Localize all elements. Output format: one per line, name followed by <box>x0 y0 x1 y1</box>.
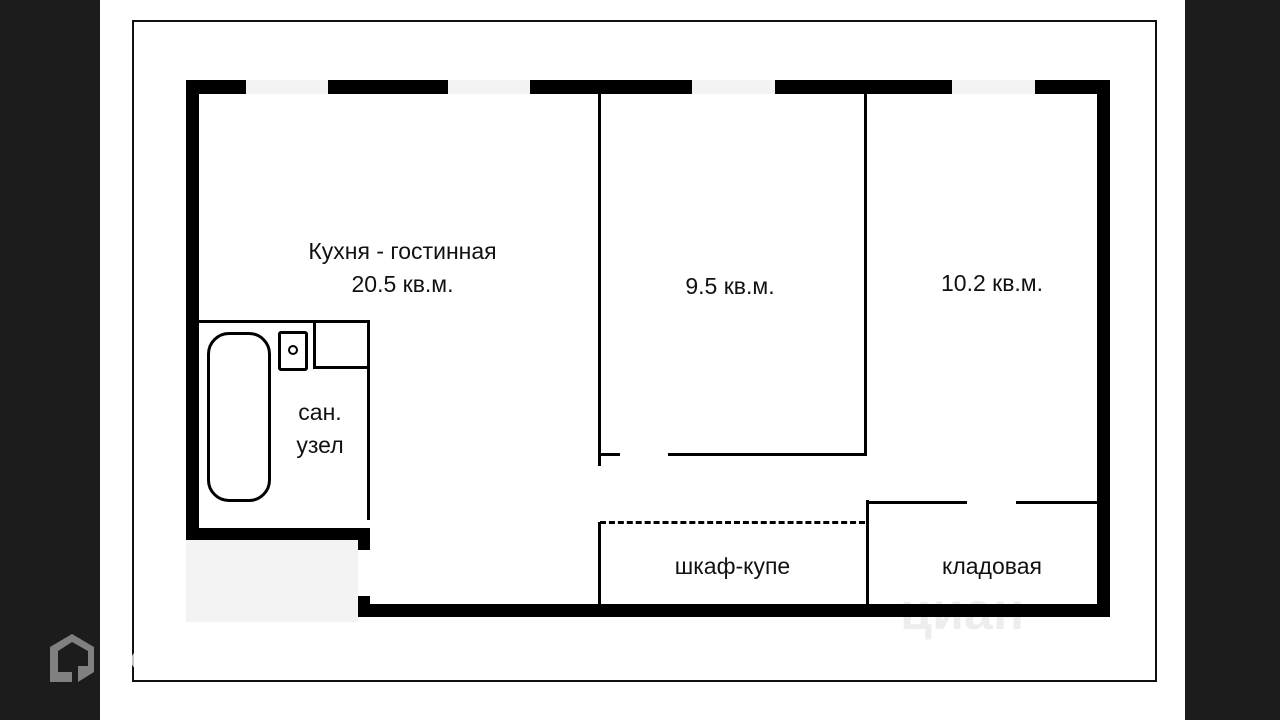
window <box>246 80 328 94</box>
kitchen-label: Кухня - гостинная 20.5 кв.м. <box>260 235 545 301</box>
partition <box>866 501 967 504</box>
partition <box>599 453 620 456</box>
partition <box>199 320 370 323</box>
storage-label: кладовая <box>942 553 1042 579</box>
wall <box>358 528 370 550</box>
window <box>692 80 775 94</box>
plan-frame <box>132 20 1157 682</box>
bathtub-icon <box>207 332 271 502</box>
bathroom-line2: узел <box>296 432 344 458</box>
entrance-area <box>186 540 358 622</box>
sink-icon <box>278 331 308 371</box>
room2-area: 10.2 кв.м. <box>940 270 1044 296</box>
wall <box>328 80 448 94</box>
partition <box>598 94 601 466</box>
wall <box>775 80 952 94</box>
wall <box>186 80 246 94</box>
bathroom-label: сан. узел <box>270 396 370 462</box>
domclick-watermark: Домклик <box>48 632 249 684</box>
window <box>952 80 1035 94</box>
wall <box>186 80 199 540</box>
partition <box>864 94 867 456</box>
wall <box>530 80 692 94</box>
wardrobe-label: шкаф-купе <box>674 553 791 579</box>
cian-watermark: циан <box>900 583 1025 641</box>
window <box>448 80 530 94</box>
partition <box>367 320 370 520</box>
bathroom-line1: сан. <box>298 399 342 425</box>
partition <box>866 500 869 604</box>
partition <box>1016 501 1097 504</box>
wall <box>186 528 370 540</box>
room1-area: 9.5 кв.м. <box>685 273 775 299</box>
wall <box>1035 80 1110 94</box>
domclick-text: Домклик <box>106 639 249 676</box>
partition <box>668 453 867 456</box>
wall <box>1097 80 1110 617</box>
kitchen-area: 20.5 кв.м. <box>351 271 454 297</box>
sliding-door-line <box>600 521 865 524</box>
partition <box>313 366 370 369</box>
domclick-logo-icon <box>50 634 94 682</box>
partition <box>313 320 316 368</box>
kitchen-name: Кухня - гостинная <box>308 238 497 264</box>
wall <box>358 604 1110 617</box>
partition <box>598 522 601 604</box>
